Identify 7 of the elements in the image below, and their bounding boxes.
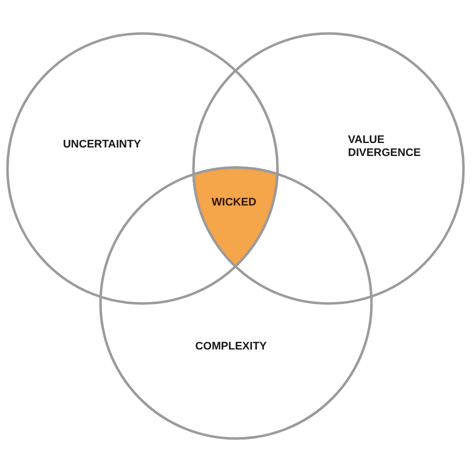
overlap-label: WICKED	[212, 196, 256, 210]
overlap-region	[192, 166, 278, 268]
set-label: VALUE DIVERGENCE	[348, 134, 422, 160]
venn-circle	[98, 166, 372, 440]
set-label: COMPLEXITY	[195, 340, 267, 354]
set-label: UNCERTAINTY	[63, 138, 141, 152]
venn-circle	[6, 32, 278, 304]
